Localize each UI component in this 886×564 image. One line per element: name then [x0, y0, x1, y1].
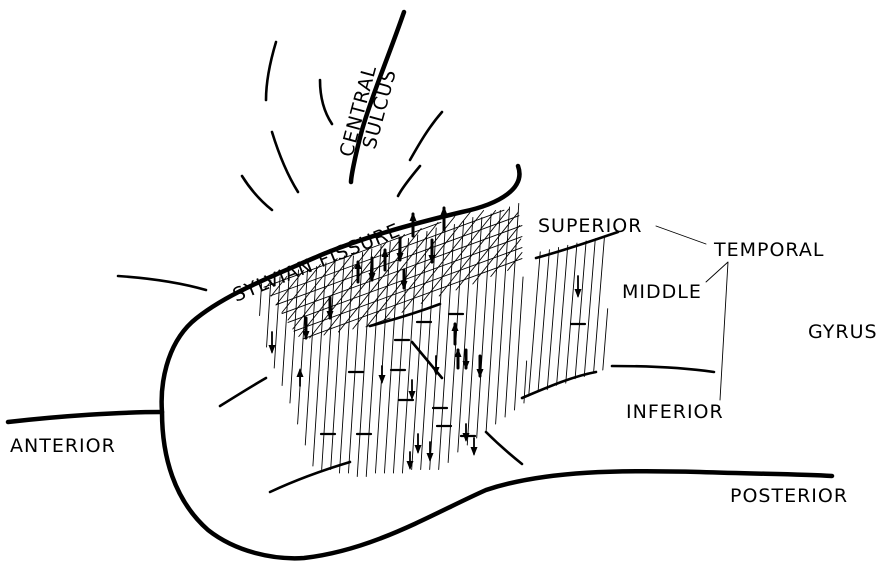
hatch-line — [496, 207, 510, 424]
sulcus-stroke — [398, 166, 420, 196]
leader-line — [706, 262, 728, 400]
hatch-line — [557, 245, 568, 385]
temporal-label: TEMPORAL — [713, 239, 824, 261]
hatched-region — [260, 204, 608, 477]
sulcus-stroke — [320, 80, 332, 124]
hatch-line — [575, 241, 586, 379]
hatch-line — [458, 218, 473, 453]
electrode-markers — [269, 206, 586, 470]
hatch-line — [384, 242, 399, 473]
arrow-head — [401, 281, 408, 290]
gyrus-line — [270, 462, 350, 492]
gyrus-line — [612, 366, 714, 372]
arrow-head — [471, 447, 478, 456]
gyrus-label: GYRUS — [808, 321, 878, 343]
hatch-line — [298, 270, 308, 424]
sulcus-stroke — [266, 42, 276, 100]
arrow-head — [379, 375, 386, 384]
inferior-label: INFERIOR — [626, 401, 724, 423]
hatch-line — [515, 277, 524, 410]
hatch-line — [547, 248, 558, 390]
arrow-head — [297, 368, 304, 377]
sulcus-stroke — [242, 176, 272, 210]
arrow-head — [415, 445, 422, 454]
hatch-line — [584, 239, 595, 377]
sulcus-stroke — [410, 112, 442, 160]
arrow-head — [409, 391, 416, 400]
anterior-label: ANTERIOR — [10, 435, 116, 457]
hatch-line — [290, 270, 299, 403]
hatch-line — [477, 214, 491, 438]
hatch-line — [529, 252, 541, 396]
hatch-line — [348, 253, 362, 474]
superior-label: SUPERIOR — [538, 215, 642, 237]
arrow-head — [269, 345, 276, 354]
hatch-line — [393, 239, 408, 474]
arrow-head — [407, 461, 414, 470]
gyrus-line — [522, 372, 596, 398]
hatch-line — [439, 225, 455, 470]
hatch-line — [594, 237, 605, 373]
sulcus-stroke — [272, 132, 298, 192]
hatch-line — [566, 243, 577, 383]
arrow-head — [441, 206, 448, 215]
gyrus-line — [486, 432, 522, 464]
hatch-line — [430, 228, 446, 470]
leader-line — [656, 226, 706, 244]
arrow-head — [477, 369, 484, 378]
arrow-head — [463, 433, 470, 442]
posterior-label: POSTERIOR — [730, 485, 848, 507]
hatch-line — [538, 250, 549, 392]
arrow-head — [575, 289, 582, 298]
middle-label: MIDDLE — [622, 281, 702, 303]
arrow-head — [410, 212, 417, 221]
sulcus-stroke — [118, 276, 206, 290]
anterior-outline — [8, 412, 162, 422]
arrow-head — [427, 453, 434, 462]
crosshatch-line — [303, 259, 522, 339]
hatch-line — [603, 309, 608, 370]
gyrus-line — [220, 378, 266, 406]
